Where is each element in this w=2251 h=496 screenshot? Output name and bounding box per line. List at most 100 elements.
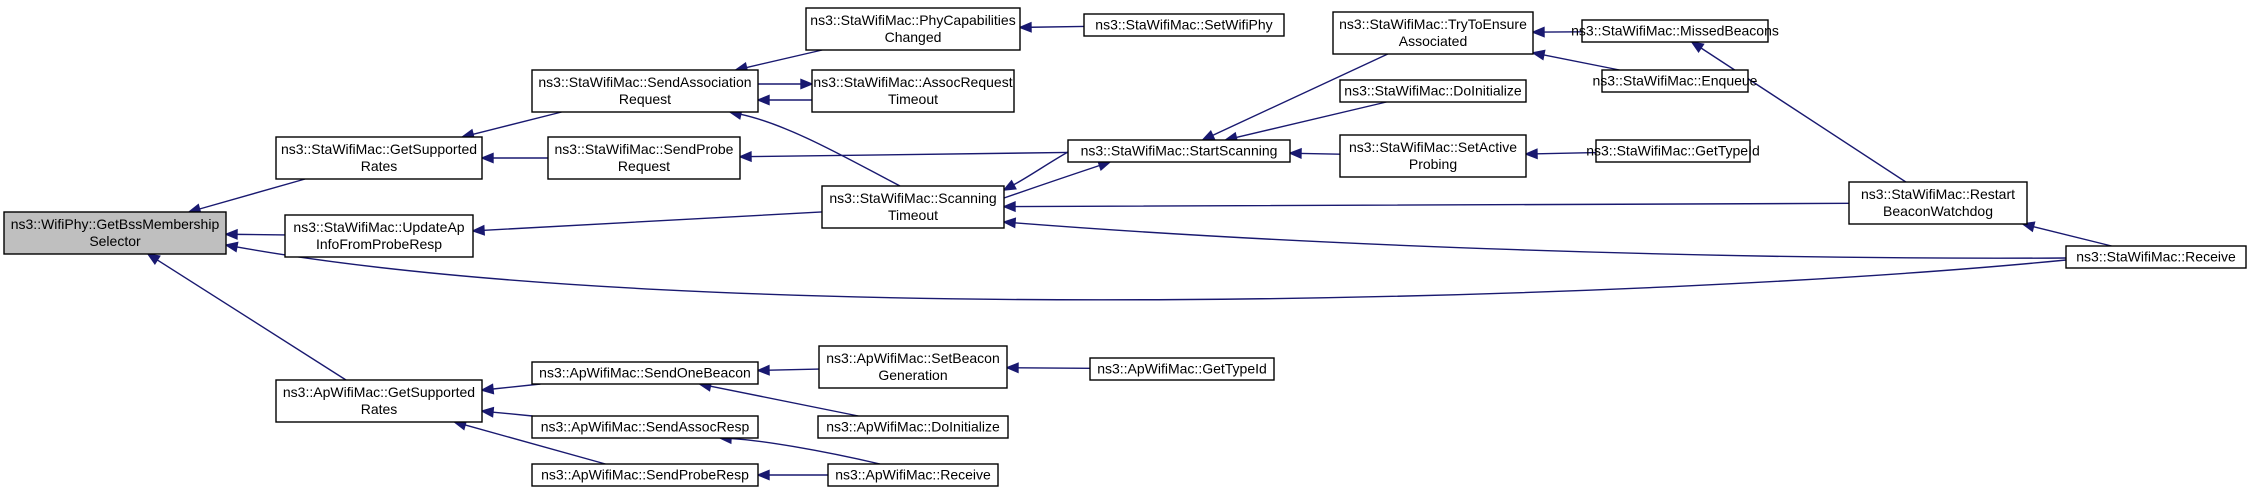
node-label-line: ns3::ApWifiMac::GetSupported	[283, 384, 475, 400]
node-box[interactable]	[1339, 134, 1527, 178]
edge-line	[1236, 101, 1387, 139]
node-ap_sendonebeacon[interactable]: ns3::ApWifiMac::SendOneBeacon	[531, 361, 759, 385]
node-label-line: ns3::StaWifiMac::SendAssociation	[538, 74, 751, 90]
node-box[interactable]	[1083, 13, 1285, 37]
node-ap_gettypeid[interactable]: ns3::ApWifiMac::GetTypeId	[1089, 357, 1275, 381]
node-label-line: ns3::StaWifiMac::StartScanning	[1081, 143, 1278, 159]
node-sta_setwifiphy[interactable]: ns3::StaWifiMac::SetWifiPhy	[1083, 13, 1285, 37]
node-label-line: ns3::StaWifiMac::MissedBeacons	[1571, 23, 1779, 39]
edge-sta_gettypeid-to-sta_setactive	[1524, 148, 1597, 160]
edge-arrowhead	[224, 228, 238, 240]
node-label-line: ns3::StaWifiMac::GetSupported	[281, 141, 477, 157]
edge-sta_scantimeout-to-sta_sendassoc	[728, 109, 901, 187]
node-box[interactable]	[2065, 245, 2247, 269]
edge-sta_scantimeout-to-sta_update	[471, 211, 823, 236]
node-label-line: ns3::ApWifiMac::SetBeacon	[826, 350, 1000, 366]
node-box[interactable]	[821, 185, 1005, 229]
node-sta_gettypeid[interactable]: ns3::StaWifiMac::GetTypeId	[1586, 139, 1760, 163]
node-box[interactable]	[531, 463, 759, 487]
edge-arrowhead	[224, 241, 239, 253]
node-label-line: Probing	[1409, 156, 1457, 172]
edge-arrowhead	[1005, 362, 1019, 374]
edge-sta_sendprobe-to-sta_getsup	[480, 152, 549, 164]
edge-ap_sendassocresp-to-ap_getsup	[480, 406, 533, 418]
node-label-line: Timeout	[888, 91, 938, 107]
node-box[interactable]	[818, 345, 1008, 389]
node-box[interactable]	[1595, 139, 1751, 163]
node-label-line: Selector	[89, 233, 141, 249]
edge-sta_missed-to-sta_trytoensure	[1531, 26, 1583, 38]
node-box[interactable]	[284, 214, 474, 258]
node-label-line: ns3::StaWifiMac::SendProbe	[555, 141, 734, 157]
node-box[interactable]	[805, 7, 1021, 51]
node-box[interactable]	[827, 463, 999, 487]
edge-arrowhead	[756, 94, 770, 106]
node-label-line: ns3::StaWifiMac::UpdateAp	[293, 219, 464, 235]
edge-line	[768, 368, 820, 371]
node-box[interactable]	[1339, 79, 1527, 103]
node-label-line: ns3::ApWifiMac::GetTypeId	[1097, 361, 1267, 377]
edge-sta_getsup-to-root	[187, 178, 306, 215]
node-ap_sendproberesp[interactable]: ns3::ApWifiMac::SendProbeResp	[531, 463, 759, 487]
node-label-line: Associated	[1399, 33, 1467, 49]
node-sta_startscan[interactable]: ns3::StaWifiMac::StartScanning	[1067, 139, 1291, 163]
node-box[interactable]	[1067, 139, 1291, 163]
node-box[interactable]	[275, 136, 483, 180]
node-box[interactable]	[1848, 181, 2028, 225]
node-label-line: ns3::StaWifiMac::Scanning	[829, 190, 996, 206]
node-sta_receive[interactable]: ns3::StaWifiMac::Receive	[2065, 245, 2247, 269]
node-ap_sendassocresp[interactable]: ns3::ApWifiMac::SendAssocResp	[531, 415, 759, 439]
node-sta_update[interactable]: ns3::StaWifiMac::UpdateApInfoFromProbeRe…	[284, 214, 474, 258]
node-label-line: Changed	[885, 29, 942, 45]
node-box[interactable]	[547, 136, 741, 180]
node-box[interactable]	[1581, 19, 1769, 43]
node-sta_doinit[interactable]: ns3::StaWifiMac::DoInitialize	[1339, 79, 1527, 103]
node-box[interactable]	[811, 69, 1015, 113]
node-box[interactable]	[3, 211, 227, 255]
node-label-line: InfoFromProbeResp	[316, 236, 442, 252]
node-box[interactable]	[531, 361, 759, 385]
edge-ap_gettypeid-to-ap_setbeacon	[1005, 362, 1091, 374]
edge-arrowhead	[800, 78, 814, 90]
edge-arrowhead	[756, 364, 770, 376]
node-box[interactable]	[1089, 357, 1275, 381]
edge-sta_update-to-root	[224, 228, 286, 240]
node-label-line: ns3::ApWifiMac::SendOneBeacon	[539, 365, 751, 381]
edge-arrowhead	[1531, 49, 1546, 61]
node-label-line: ns3::StaWifiMac::SetWifiPhy	[1095, 17, 1272, 33]
edge-arrowhead	[1002, 201, 1016, 213]
node-box[interactable]	[817, 415, 1009, 439]
node-box[interactable]	[531, 69, 759, 113]
node-label-line: ns3::StaWifiMac::Enqueue	[1593, 73, 1758, 89]
node-sta_missed[interactable]: ns3::StaWifiMac::MissedBeacons	[1571, 19, 1779, 43]
edge-sta_scantimeout-to-sta_startscan	[1003, 160, 1112, 199]
node-box[interactable]	[275, 379, 483, 423]
edge-line	[2033, 225, 2112, 247]
edge-arrowhead	[756, 469, 770, 481]
edge-ap_getsup-to-root	[146, 253, 347, 381]
edge-line	[1536, 151, 1597, 155]
edge-line	[1030, 25, 1085, 28]
node-box[interactable]	[1601, 69, 1749, 93]
node-box[interactable]	[1332, 11, 1534, 55]
node-box[interactable]	[531, 415, 759, 439]
node-ap_doinit[interactable]: ns3::ApWifiMac::DoInitialize	[817, 415, 1009, 439]
node-sta_enqueue[interactable]: ns3::StaWifiMac::Enqueue	[1593, 69, 1758, 93]
edge-sta_startscan-to-sta_scantimeout	[1002, 151, 1069, 191]
edge-line	[236, 233, 286, 236]
edge-ap_receive-to-ap_sendproberesp	[756, 469, 829, 481]
edge-sta_sendassoc-to-sta_getsup	[460, 111, 562, 140]
node-ap_receive[interactable]: ns3::ApWifiMac::Receive	[827, 463, 999, 487]
